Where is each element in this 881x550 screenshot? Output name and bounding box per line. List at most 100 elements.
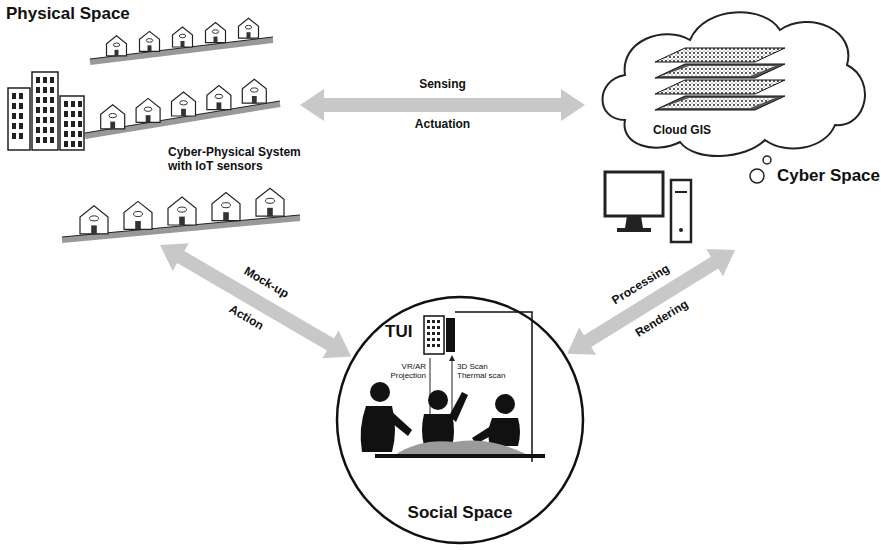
node-text: Cyber Space xyxy=(777,166,880,186)
monitor-stand xyxy=(625,216,643,228)
window xyxy=(43,137,47,143)
house-door xyxy=(115,50,119,56)
window xyxy=(78,101,82,107)
window xyxy=(36,107,40,113)
window xyxy=(19,103,23,109)
double-arrow xyxy=(160,243,351,358)
house-door xyxy=(179,217,185,225)
iot-sensor xyxy=(212,30,218,34)
projection-label: VR/AR Projection xyxy=(372,362,426,380)
scanner xyxy=(446,318,455,352)
iot-sensor xyxy=(222,203,231,208)
window xyxy=(19,123,23,129)
window xyxy=(50,87,54,93)
house xyxy=(242,79,266,103)
projector-cell xyxy=(432,344,435,347)
projector-cell xyxy=(437,332,440,335)
gis-layer-texture xyxy=(661,66,775,76)
gis-layer-texture xyxy=(661,98,775,108)
tui-label: TUI xyxy=(385,322,412,342)
thought-bubble xyxy=(763,156,771,164)
gis-layer-texture xyxy=(661,50,775,60)
building xyxy=(32,72,58,150)
window xyxy=(43,87,47,93)
monitor-base xyxy=(617,228,651,232)
projector-cell xyxy=(427,344,430,347)
gis-layer xyxy=(655,64,785,78)
projector-cell xyxy=(437,320,440,323)
monitor xyxy=(605,172,663,216)
house-door xyxy=(217,102,222,109)
projector-cell xyxy=(432,320,435,323)
window xyxy=(43,97,47,103)
sand-model xyxy=(395,441,528,455)
node-text: Cyber-Physical System with IoT sensors xyxy=(168,146,308,174)
window xyxy=(12,93,16,99)
window xyxy=(50,77,54,83)
projector-cell xyxy=(427,320,430,323)
building xyxy=(8,88,30,150)
house xyxy=(239,18,259,38)
iot-sensor xyxy=(109,113,117,117)
projector-cell xyxy=(427,332,430,335)
iot-sensor xyxy=(266,198,275,203)
physical-space-region: Physical SpaceCyber-Physical System with… xyxy=(0,0,300,245)
person-arm xyxy=(388,410,412,436)
projector-cell xyxy=(432,332,435,335)
house xyxy=(107,36,127,56)
house xyxy=(124,201,152,229)
house xyxy=(140,31,160,51)
person-head xyxy=(428,390,448,410)
gis-layer xyxy=(655,80,785,94)
house-door xyxy=(223,212,229,220)
window xyxy=(36,117,40,123)
window xyxy=(64,141,68,147)
drive-slot xyxy=(675,191,687,193)
house-door xyxy=(181,109,186,116)
gis-layer xyxy=(655,96,785,110)
window xyxy=(43,77,47,83)
window xyxy=(50,107,54,113)
projector-cell xyxy=(437,344,440,347)
edge-label: Sensing xyxy=(419,78,466,92)
node-outline xyxy=(0,0,300,245)
projector xyxy=(424,316,444,354)
window xyxy=(12,133,16,139)
frame xyxy=(455,312,532,462)
gis-layer xyxy=(655,48,785,62)
window xyxy=(64,131,68,137)
gis-layer-texture xyxy=(661,82,775,92)
window xyxy=(19,113,23,119)
building xyxy=(60,96,84,150)
window xyxy=(36,77,40,83)
ground-band xyxy=(90,40,273,62)
person-head xyxy=(495,394,515,414)
window xyxy=(12,113,16,119)
window xyxy=(12,123,16,129)
iot-sensor xyxy=(179,34,185,38)
computer-tower xyxy=(671,180,691,242)
iot-sensor xyxy=(146,39,152,43)
window xyxy=(71,121,75,127)
house xyxy=(172,92,196,116)
power-button xyxy=(679,228,683,232)
window xyxy=(64,121,68,127)
projector-cell xyxy=(437,326,440,329)
node-outline xyxy=(585,0,881,250)
window xyxy=(50,137,54,143)
projector-cell xyxy=(432,338,435,341)
scan-label: 3D Scan Thermal scan xyxy=(457,362,509,380)
window xyxy=(36,137,40,143)
window xyxy=(71,111,75,117)
building-illustration xyxy=(8,72,84,150)
projector-cell xyxy=(427,326,430,329)
iot-sensor xyxy=(134,211,143,216)
house xyxy=(136,98,160,122)
projector-cell xyxy=(432,326,435,329)
house-door xyxy=(135,221,141,229)
person-head xyxy=(370,382,390,402)
projector-cell xyxy=(427,338,430,341)
space-heading: Physical Space xyxy=(6,4,130,24)
window xyxy=(78,111,82,117)
window xyxy=(43,117,47,123)
